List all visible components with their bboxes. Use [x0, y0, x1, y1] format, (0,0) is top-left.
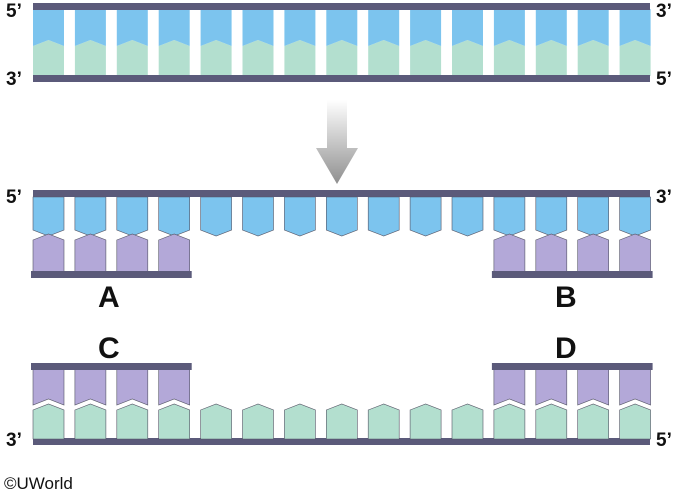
- top-duplex-blue-base: [493, 9, 525, 46]
- blue-template-base: [32, 196, 65, 237]
- blue-template-backbone: [33, 190, 650, 197]
- blue-template-3-prime-label: 3’: [656, 187, 672, 208]
- top-duplex-green-base: [242, 40, 274, 76]
- fragment-a-base: [116, 233, 149, 273]
- fragment-b-base: [493, 233, 526, 273]
- green-template-base: [493, 403, 526, 440]
- fragment-a-base: [74, 233, 107, 273]
- green-template-base: [451, 403, 484, 440]
- green-template-base: [32, 403, 65, 440]
- green-template-base: [325, 403, 358, 440]
- green-template-base: [577, 403, 610, 440]
- fragment-d-base: [619, 367, 651, 406]
- top-duplex-green-base: [452, 40, 483, 76]
- blue-template-base: [577, 196, 610, 237]
- blue-template-base: [619, 196, 651, 237]
- fragment-c-base: [74, 367, 107, 406]
- top-duplex-upper-backbone: [33, 3, 650, 10]
- blue-template-base: [74, 196, 107, 237]
- top-duplex-blue-base: [326, 9, 358, 46]
- top-duplex-blue-base: [577, 9, 609, 46]
- top-duplex-green-base: [200, 40, 232, 76]
- blue-template-base: [116, 196, 149, 237]
- blue-template-base: [200, 196, 232, 237]
- fragment-c-backbone: [31, 363, 192, 370]
- top-duplex-blue-base: [452, 9, 483, 46]
- green-template-base: [116, 403, 149, 440]
- fragment-c-base: [116, 367, 149, 406]
- green-template-base: [200, 403, 232, 440]
- green-template-base: [535, 403, 568, 440]
- fragment-d-backbone: [491, 363, 653, 370]
- top-duplex-blue-base: [535, 9, 567, 46]
- blue-template-base: [493, 196, 526, 237]
- top-duplex-green-base: [33, 40, 64, 76]
- green-template-base: [74, 403, 107, 440]
- blue-template-base: [242, 196, 274, 237]
- fragment-a-base: [158, 233, 190, 273]
- top-duplex-blue-base: [619, 9, 651, 46]
- top-duplex-green-base: [284, 40, 316, 76]
- bottom-strand-3-prime-label: 3’: [6, 69, 22, 90]
- top-duplex-green-base: [158, 40, 190, 76]
- fragment-d-base: [535, 367, 568, 406]
- top-duplex-green-base: [368, 40, 400, 76]
- top-duplex-green-base: [410, 40, 442, 76]
- fragment-b-base: [619, 233, 651, 273]
- green-template-3-prime-label: 3’: [6, 430, 22, 451]
- blue-template-base: [451, 196, 484, 237]
- top-duplex-lower-backbone: [33, 75, 650, 82]
- blue-template-5-prime-label: 5’: [6, 187, 22, 208]
- blue-template-base: [367, 196, 400, 237]
- fragment-label-d: D: [555, 332, 577, 365]
- top-duplex-green-base: [326, 40, 358, 76]
- top-duplex-green-base: [74, 40, 106, 76]
- top-duplex-blue-base: [74, 9, 106, 46]
- green-template-base: [367, 403, 400, 440]
- top-duplex-blue-base: [158, 9, 190, 46]
- green-template-base: [242, 403, 274, 440]
- blue-template-base: [535, 196, 568, 237]
- top-duplex-blue-base: [33, 9, 64, 46]
- fragment-b-backbone: [491, 271, 653, 278]
- top-duplex-blue-base: [116, 9, 148, 46]
- blue-template-base: [325, 196, 358, 237]
- down-arrow-icon: [316, 100, 358, 184]
- green-template-backbone: [33, 438, 650, 445]
- top-duplex-green-base: [493, 40, 525, 76]
- top-duplex-blue-base: [242, 9, 274, 46]
- fragment-c-base: [158, 367, 190, 406]
- blue-template-base: [409, 196, 442, 237]
- fragment-d-base: [577, 367, 610, 406]
- green-template-base: [284, 403, 316, 440]
- top-duplex-green-base: [535, 40, 567, 76]
- top-duplex-blue-base: [368, 9, 400, 46]
- fragment-b-base: [577, 233, 610, 273]
- fragment-label-a: A: [98, 281, 120, 314]
- fragment-a-base: [32, 233, 65, 273]
- top-strand-5-prime-label: 5’: [6, 1, 22, 22]
- bottom-strand-5-prime-label: 5’: [656, 69, 672, 90]
- top-strand-3-prime-label: 3’: [656, 1, 672, 22]
- fragment-label-c: C: [98, 332, 120, 365]
- blue-template-base: [284, 196, 316, 237]
- fragment-b-base: [535, 233, 568, 273]
- green-template-base: [158, 403, 190, 440]
- green-template-base: [619, 403, 651, 440]
- blue-template-base: [158, 196, 190, 237]
- top-duplex-green-base: [116, 40, 148, 76]
- green-template-5-prime-label: 5’: [656, 430, 672, 451]
- fragment-a-backbone: [31, 271, 192, 278]
- fragment-d-base: [493, 367, 526, 406]
- top-duplex-green-base: [619, 40, 651, 76]
- fragment-label-b: B: [555, 281, 577, 314]
- top-duplex-blue-base: [410, 9, 442, 46]
- fragment-c-base: [32, 367, 65, 406]
- top-duplex-blue-base: [200, 9, 232, 46]
- green-template-base: [409, 403, 442, 440]
- top-duplex-green-base: [577, 40, 609, 76]
- top-duplex-blue-base: [284, 9, 316, 46]
- copyright-text: ©UWorld: [4, 474, 73, 493]
